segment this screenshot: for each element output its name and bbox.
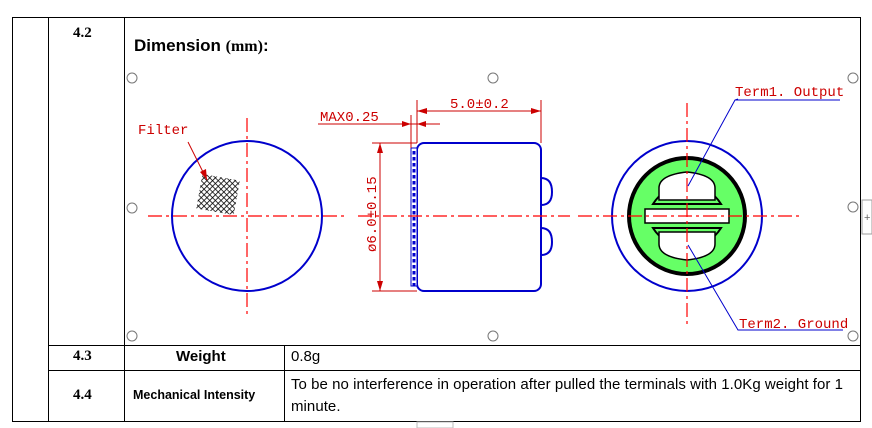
max-arrow-right — [417, 121, 426, 127]
table-divider-row-4-4 — [48, 370, 861, 371]
term2-label: Term2. Ground — [739, 317, 848, 333]
diameter-arrow-top — [377, 143, 383, 153]
resize-handle-bottom-middle[interactable] — [487, 330, 499, 342]
mechanical-intensity-value: To be no interference in operation after… — [291, 376, 844, 415]
table-column-divider-3 — [284, 345, 285, 422]
length-arrow-left — [417, 108, 427, 114]
rear-view-terminals: Term1. Output Term2. Ground — [578, 85, 848, 333]
side-view-body — [416, 142, 542, 292]
dimension-unit: (mm) — [225, 38, 263, 55]
dimension-title: Dimension — [134, 36, 221, 55]
front-view-filter: Filter — [138, 118, 346, 318]
table-divider-row-4-3 — [48, 345, 861, 346]
front-view-outline — [171, 140, 323, 292]
resize-handle-middle-right[interactable] — [847, 201, 859, 213]
table-border-right — [860, 17, 861, 422]
table-border-left — [12, 17, 13, 422]
side-anchor-icon[interactable]: + — [864, 212, 870, 224]
resize-handle-top-left[interactable] — [126, 72, 138, 84]
diameter-arrow-bottom — [377, 281, 383, 291]
table-border-top — [12, 17, 861, 18]
dimension-colon: : — [262, 36, 269, 55]
row-number-4-2: 4.2 — [73, 25, 92, 41]
filter-leader-arrow — [200, 169, 207, 180]
term1-label: Term1. Output — [735, 85, 844, 101]
filter-label: Filter — [138, 123, 188, 139]
filter-mesh — [196, 173, 240, 216]
dimension-heading: Dimension (mm): — [134, 36, 269, 56]
resize-handle-bottom-left[interactable] — [126, 330, 138, 342]
resize-handle-middle-left[interactable] — [126, 202, 138, 214]
table-column-divider-2 — [124, 17, 125, 422]
weight-label: Weight — [176, 348, 226, 365]
side-view-terminal-upper — [540, 177, 554, 206]
side-anchor-box[interactable] — [861, 199, 872, 235]
length-dimension-label: 5.0±0.2 — [450, 97, 509, 113]
side-view-terminal-lower — [540, 227, 554, 256]
resize-handle-top-middle[interactable] — [487, 72, 499, 84]
diameter-dimension-label: ø6.0±0.15 — [365, 176, 381, 252]
length-arrow-right — [531, 108, 541, 114]
row-number-4-4: 4.4 — [73, 387, 92, 403]
side-view: 5.0±0.2 MAX0.25 ø6.0±0.15 — [318, 97, 570, 292]
max-thickness-label: MAX0.25 — [320, 110, 379, 126]
image-frame-handles[interactable] — [126, 72, 859, 342]
table-column-divider-1 — [48, 17, 49, 422]
resize-handle-top-right[interactable] — [847, 72, 859, 84]
row-number-4-3: 4.3 — [73, 348, 92, 364]
term2-leader-line — [687, 244, 843, 331]
mechanical-intensity-label: Mechanical Intensity — [133, 388, 256, 402]
side-view-filter-layer — [410, 147, 418, 287]
resize-handle-bottom-right[interactable] — [847, 330, 859, 342]
max-arrow-left — [402, 121, 411, 127]
bottom-anchor-box[interactable] — [416, 421, 454, 428]
weight-value: 0.8g — [291, 348, 321, 365]
